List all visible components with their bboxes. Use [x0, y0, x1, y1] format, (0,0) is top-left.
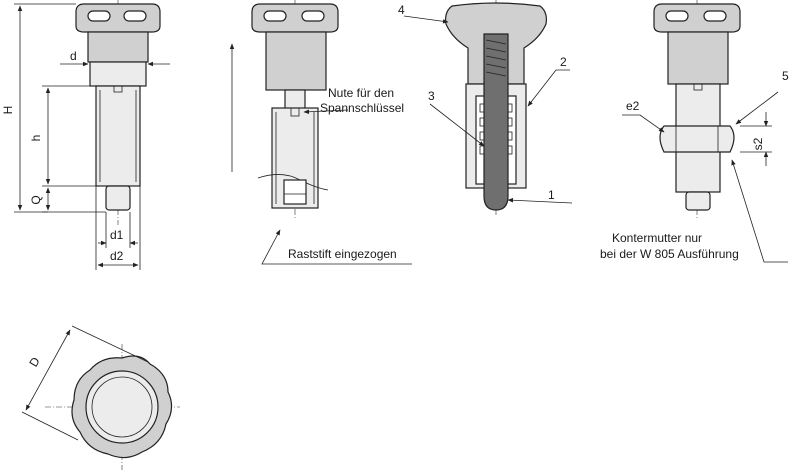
view-3-section: 4 2 3 1	[398, 0, 573, 215]
callout-1: 1	[548, 188, 555, 202]
label-Q: Q	[29, 195, 43, 204]
knob-neck	[87, 31, 149, 63]
callout-3: 3	[428, 89, 435, 103]
groove	[113, 85, 123, 93]
dim-line-D	[25, 329, 71, 411]
knob-slot-right	[301, 10, 325, 22]
indexing-pin	[685, 191, 711, 211]
knob-slot-left	[665, 10, 689, 22]
label-D: D	[26, 354, 43, 369]
knob-neck	[265, 31, 327, 91]
leader-4	[403, 15, 449, 24]
knob-slot-right	[123, 10, 147, 22]
leader-kontermutter	[731, 159, 788, 263]
callout-4: 4	[398, 3, 405, 17]
groove	[693, 83, 703, 91]
label-d: d	[70, 49, 77, 63]
label-d2: d2	[110, 249, 124, 263]
pin-retracted-inside	[283, 179, 307, 205]
view-5-top-view: D	[21, 325, 180, 470]
knob-slot-left	[87, 10, 111, 22]
callout-2: 2	[560, 55, 567, 69]
label-raststift: Raststift eingezogen	[288, 247, 397, 261]
knob-neck	[667, 31, 729, 85]
leader-1	[507, 197, 573, 204]
callout-5: 5	[782, 69, 789, 83]
label-H: H	[1, 106, 15, 115]
leader-nute	[303, 109, 349, 115]
collar	[89, 61, 147, 87]
indexing-pin	[105, 185, 131, 211]
knob-slot-right	[703, 10, 727, 22]
label-konter-line2: bei der W 805 Ausführung	[600, 247, 739, 261]
view-1-dimensioned: H h Q d d1 d2	[1, 0, 170, 270]
label-h: h	[29, 135, 43, 142]
knurl-marks	[485, 39, 507, 77]
view-4-locknut: e2 5 s2 Kontermutter nur bei der W 805 A…	[600, 0, 789, 263]
label-nute-line1: Nute für den	[328, 86, 394, 100]
leader-3	[429, 103, 485, 147]
plunger-pin	[483, 33, 509, 211]
label-konter-line1: Kontermutter nur	[612, 231, 702, 245]
leader-5	[735, 91, 779, 125]
label-s2: s2	[751, 137, 765, 150]
knob-center-bore	[91, 376, 153, 438]
label-d1: d1	[110, 228, 124, 242]
wrench-groove	[290, 107, 300, 117]
label-e2: e2	[626, 99, 640, 113]
ext-line	[71, 325, 149, 363]
pin-stem	[284, 89, 306, 111]
threaded-body	[95, 85, 141, 187]
leader-raststift	[261, 229, 412, 265]
knob-inner-ring	[85, 370, 159, 444]
ext-line	[21, 411, 79, 441]
leader-e2	[622, 114, 665, 133]
view-2-pin-retracted: Nute für den Spannschlüssel Raststift ei…	[229, 0, 412, 265]
lock-nut	[659, 125, 735, 153]
label-nute-line2: Spannschlüssel	[320, 101, 404, 115]
knob-slot-left	[263, 10, 287, 22]
leader-2	[527, 69, 570, 107]
